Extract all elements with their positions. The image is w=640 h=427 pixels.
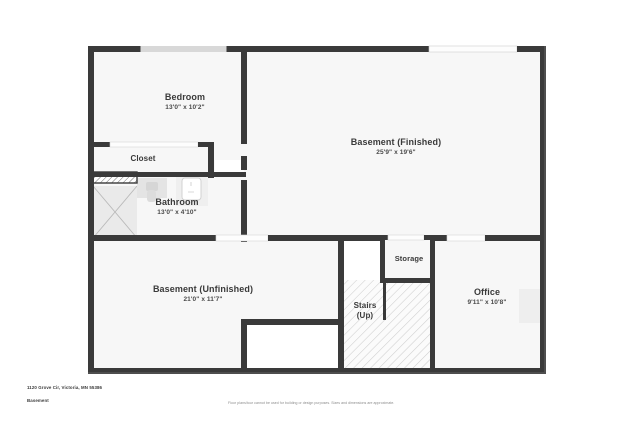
- window-jamb: [226, 46, 229, 52]
- exterior-wall-top-left: [88, 46, 138, 52]
- interior-wall-bath-bottom: [88, 235, 216, 241]
- disclaimer-text: Floor plans/tour cannot be used for buil…: [228, 401, 395, 405]
- interior-wall-unfinished-top: [268, 235, 340, 241]
- door-opening-basement: [215, 234, 269, 242]
- interior-wall-finished-bottom-mid: [435, 235, 447, 241]
- interior-wall-unfinished-right: [338, 235, 344, 372]
- interior-wall-notch-left: [241, 319, 247, 374]
- window-finished-basement: [428, 45, 518, 53]
- storage-floor: [383, 235, 435, 281]
- exterior-wall-top-mid: [249, 46, 427, 52]
- interior-wall-office-left: [430, 281, 435, 374]
- property-address: 1120 Grove Cir, Victoria, MN 55386: [27, 385, 103, 390]
- bedroom-floor: [93, 50, 244, 160]
- stairs-hatch: [341, 280, 435, 370]
- bathroom-wall-top: [208, 172, 246, 177]
- closet-wall-top-left: [88, 142, 110, 147]
- sink-basin-icon: [146, 182, 158, 191]
- floor-name: Basement: [27, 398, 49, 403]
- interior-wall-bedroom-right-2: [241, 156, 247, 170]
- door-opening-office: [446, 234, 486, 242]
- wall-shadows: [88, 46, 546, 374]
- window-jamb: [517, 46, 519, 52]
- basement-finished-floor: [244, 50, 540, 238]
- window-bedroom: [140, 46, 227, 52]
- closet-floor: [93, 145, 215, 175]
- toilet-icon: [181, 177, 202, 201]
- interior-wall-bedroom-right: [241, 46, 247, 144]
- window-jamb: [138, 46, 141, 52]
- closet-wall-top-right: [198, 142, 212, 147]
- footer: 1120 Grove Cir, Victoria, MN 55386 Basem…: [0, 380, 640, 427]
- stair-stringer-wall: [383, 281, 386, 320]
- interior-wall-notch-top: [244, 319, 341, 325]
- closet-wall-bottom: [88, 172, 214, 177]
- storage-opening: [387, 234, 425, 241]
- window-jamb: [427, 46, 429, 52]
- exterior-wall-top-left2: [229, 46, 249, 52]
- interior-wall-bath-right: [241, 180, 247, 216]
- exterior-wall-top-right: [519, 46, 546, 52]
- stairs-hatch-area: [341, 280, 435, 370]
- exterior-wall-right: [540, 46, 546, 374]
- exterior-wall-bottom: [88, 368, 546, 374]
- storage-wall-right: [430, 235, 435, 282]
- interior-wall-bath-right-2: [241, 216, 247, 242]
- closet-opening: [109, 141, 199, 148]
- walls: [88, 45, 546, 374]
- interior-wall-finished-bottom-left: [338, 235, 382, 241]
- basement-unfinished-floor: [93, 238, 341, 370]
- exterior-wall-left: [88, 46, 94, 374]
- storage-wall-bottom: [380, 278, 435, 283]
- storage-wall-left: [380, 235, 385, 282]
- sink-bowl-icon: [147, 190, 156, 202]
- room-fills: [93, 50, 540, 370]
- interior-wall-finished-bottom-right: [485, 235, 543, 241]
- closet-wall-right: [208, 142, 214, 178]
